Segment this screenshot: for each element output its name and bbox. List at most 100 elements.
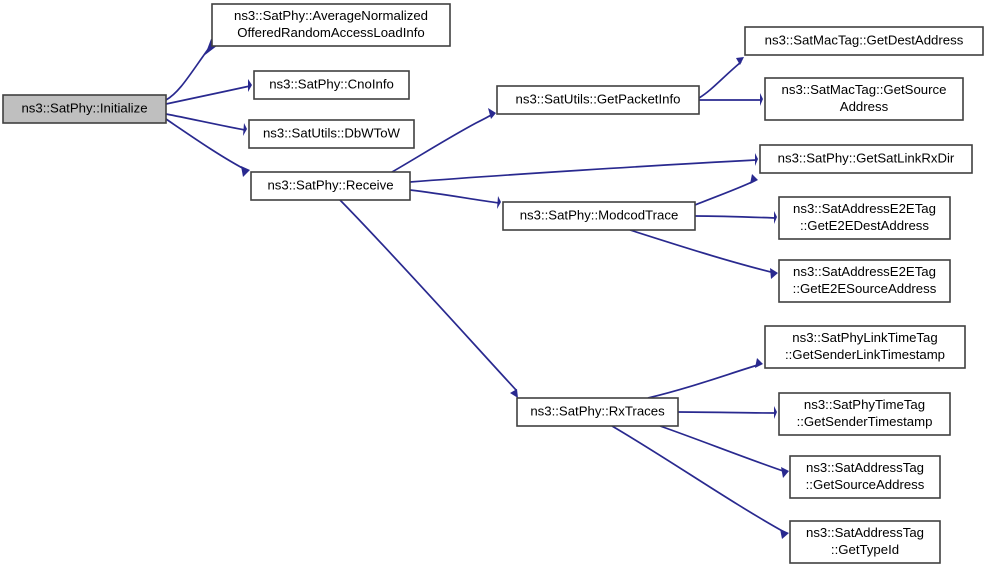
edge-initialize-to-db-w-to-w	[165, 113, 247, 136]
node-label: ns3::SatPhy::CnoInfo	[269, 76, 394, 91]
node-label: ns3::SatUtils::DbWToW	[263, 125, 401, 140]
node-label: ns3::SatPhy::ModcodTrace	[520, 207, 679, 222]
node-cno-info[interactable]: ns3::SatPhy::CnoInfo	[253, 70, 410, 100]
edge-line	[409, 159, 757, 183]
node-label: OfferedRandomAccessLoadInfo	[237, 25, 424, 40]
edge-line	[647, 363, 762, 399]
node-box[interactable]	[778, 196, 951, 240]
node-label: Address	[840, 99, 889, 114]
edge-rx-traces-to-address-tag-get-type-id	[611, 425, 789, 539]
edge-line	[694, 215, 776, 219]
edge-line	[659, 425, 787, 473]
arrowhead-icon	[780, 529, 789, 539]
edge-initialize-to-receive	[165, 118, 250, 177]
node-label: ns3::SatAddressE2ETag	[793, 264, 936, 279]
node-time-tag-get-sender-timestamp[interactable]: ns3::SatPhyTimeTag::GetSenderTimestamp	[778, 392, 951, 436]
node-label: ns3::SatAddressTag	[806, 460, 924, 475]
node-address-tag-get-source-address[interactable]: ns3::SatAddressTag::GetSourceAddress	[789, 455, 941, 499]
arrowhead-icon	[510, 389, 518, 398]
arrowhead-icon	[488, 108, 496, 119]
edge-line	[611, 425, 787, 534]
node-initialize[interactable]: ns3::SatPhy::Initialize	[2, 94, 167, 124]
edge-rx-traces-to-address-tag-get-source-address	[659, 425, 789, 478]
node-box[interactable]	[516, 397, 679, 427]
node-box[interactable]	[778, 259, 951, 303]
edge-line	[165, 85, 251, 105]
arrowhead-icon	[760, 93, 763, 106]
arrowhead-icon	[755, 358, 763, 368]
node-average-normalized-offered-random-access-load-info[interactable]: ns3::SatPhy::AverageNormalizedOfferedRan…	[211, 3, 451, 47]
node-address-tag-get-type-id[interactable]: ns3::SatAddressTag::GetTypeId	[789, 520, 941, 564]
node-label: ns3::SatPhyTimeTag	[804, 397, 925, 412]
node-label: ns3::SatPhyLinkTimeTag	[792, 330, 937, 345]
edge-line	[339, 199, 517, 391]
edge-line	[165, 118, 249, 172]
arrowhead-icon	[736, 57, 744, 65]
node-label: ::GetSourceAddress	[806, 477, 925, 492]
edge-line	[629, 229, 776, 274]
node-box[interactable]	[778, 392, 951, 436]
node-box[interactable]	[759, 144, 973, 174]
node-label: ns3::SatMacTag::GetSource	[782, 82, 947, 97]
node-e2e-tag-get-e2e-source-address[interactable]: ns3::SatAddressE2ETag::GetE2ESourceAddre…	[778, 259, 951, 303]
edge-get-packet-info-to-mac-tag-get-source-address	[699, 93, 763, 106]
node-box[interactable]	[789, 455, 941, 499]
edge-line	[677, 411, 776, 414]
node-label: ns3::SatPhy::RxTraces	[530, 403, 665, 418]
node-box[interactable]	[502, 201, 696, 231]
node-label: ns3::SatPhy::Initialize	[21, 100, 147, 115]
arrowhead-icon	[774, 211, 777, 224]
node-rx-traces[interactable]: ns3::SatPhy::RxTraces	[516, 397, 679, 427]
node-label: ::GetE2EDestAddress	[800, 218, 929, 233]
edge-modcod-trace-to-e2e-tag-get-e2e-source-address	[629, 229, 778, 279]
node-label: ns3::SatAddressTag	[806, 525, 924, 540]
node-db-w-to-w[interactable]: ns3::SatUtils::DbWToW	[248, 119, 415, 149]
node-box[interactable]	[496, 85, 700, 115]
arrowhead-icon	[774, 406, 777, 419]
edge-modcod-trace-to-e2e-tag-get-e2e-dest-address	[694, 211, 777, 224]
arrowhead-icon	[497, 196, 501, 209]
edge-rx-traces-to-time-tag-get-sender-timestamp	[677, 406, 777, 419]
node-box[interactable]	[764, 77, 964, 121]
edge-initialize-to-cno-info	[165, 79, 252, 105]
node-label: ::GetSenderLinkTimestamp	[785, 347, 945, 362]
edge-receive-to-rx-traces	[339, 199, 518, 398]
node-receive[interactable]: ns3::SatPhy::Receive	[250, 171, 411, 201]
edge-modcod-trace-to-get-sat-link-rx-dir	[694, 174, 758, 206]
node-e2e-tag-get-e2e-dest-address[interactable]: ns3::SatAddressE2ETag::GetE2EDestAddress	[778, 196, 951, 240]
node-box[interactable]	[253, 70, 410, 100]
node-mac-tag-get-dest-address[interactable]: ns3::SatMacTag::GetDestAddress	[744, 26, 984, 56]
node-link-time-tag-get-sender-link-timestamp[interactable]: ns3::SatPhyLinkTimeTag::GetSenderLinkTim…	[764, 325, 966, 369]
edge-rx-traces-to-link-time-tag-get-sender-link-timestamp	[647, 358, 763, 399]
node-mac-tag-get-source-address[interactable]: ns3::SatMacTag::GetSourceAddress	[764, 77, 964, 121]
node-box[interactable]	[789, 520, 941, 564]
node-label: ::GetTypeId	[831, 542, 899, 557]
node-box[interactable]	[250, 171, 411, 201]
node-get-packet-info[interactable]: ns3::SatUtils::GetPacketInfo	[496, 85, 700, 115]
node-modcod-trace[interactable]: ns3::SatPhy::ModcodTrace	[502, 201, 696, 231]
arrowhead-icon	[243, 123, 247, 136]
node-box[interactable]	[744, 26, 984, 56]
node-label: ns3::SatPhy::Receive	[267, 177, 393, 192]
arrowhead-icon	[750, 174, 758, 184]
nodes-layer: ns3::SatPhy::Initialize ns3::SatPhy::Aver…	[2, 3, 984, 564]
edge-receive-to-get-sat-link-rx-dir	[409, 153, 758, 183]
node-label: ns3::SatMacTag::GetDestAddress	[765, 32, 964, 47]
arrowhead-icon	[248, 79, 252, 92]
edge-receive-to-get-packet-info	[391, 108, 496, 173]
node-box[interactable]	[764, 325, 966, 369]
node-label: ns3::SatUtils::GetPacketInfo	[516, 91, 681, 106]
edge-line	[698, 61, 742, 99]
edge-get-packet-info-to-mac-tag-get-dest-address	[698, 57, 744, 99]
edge-receive-to-modcod-trace	[409, 189, 501, 209]
node-box[interactable]	[211, 3, 451, 47]
node-box[interactable]	[248, 119, 415, 149]
node-get-sat-link-rx-dir[interactable]: ns3::SatPhy::GetSatLinkRxDir	[759, 144, 973, 174]
node-label: ns3::SatPhy::AverageNormalized	[234, 8, 428, 23]
node-label: ns3::SatPhy::GetSatLinkRxDir	[778, 150, 955, 165]
arrowhead-icon	[241, 166, 250, 177]
node-label: ns3::SatAddressE2ETag	[793, 201, 936, 216]
node-box[interactable]	[2, 94, 167, 124]
node-label: ::GetSenderTimestamp	[797, 414, 933, 429]
